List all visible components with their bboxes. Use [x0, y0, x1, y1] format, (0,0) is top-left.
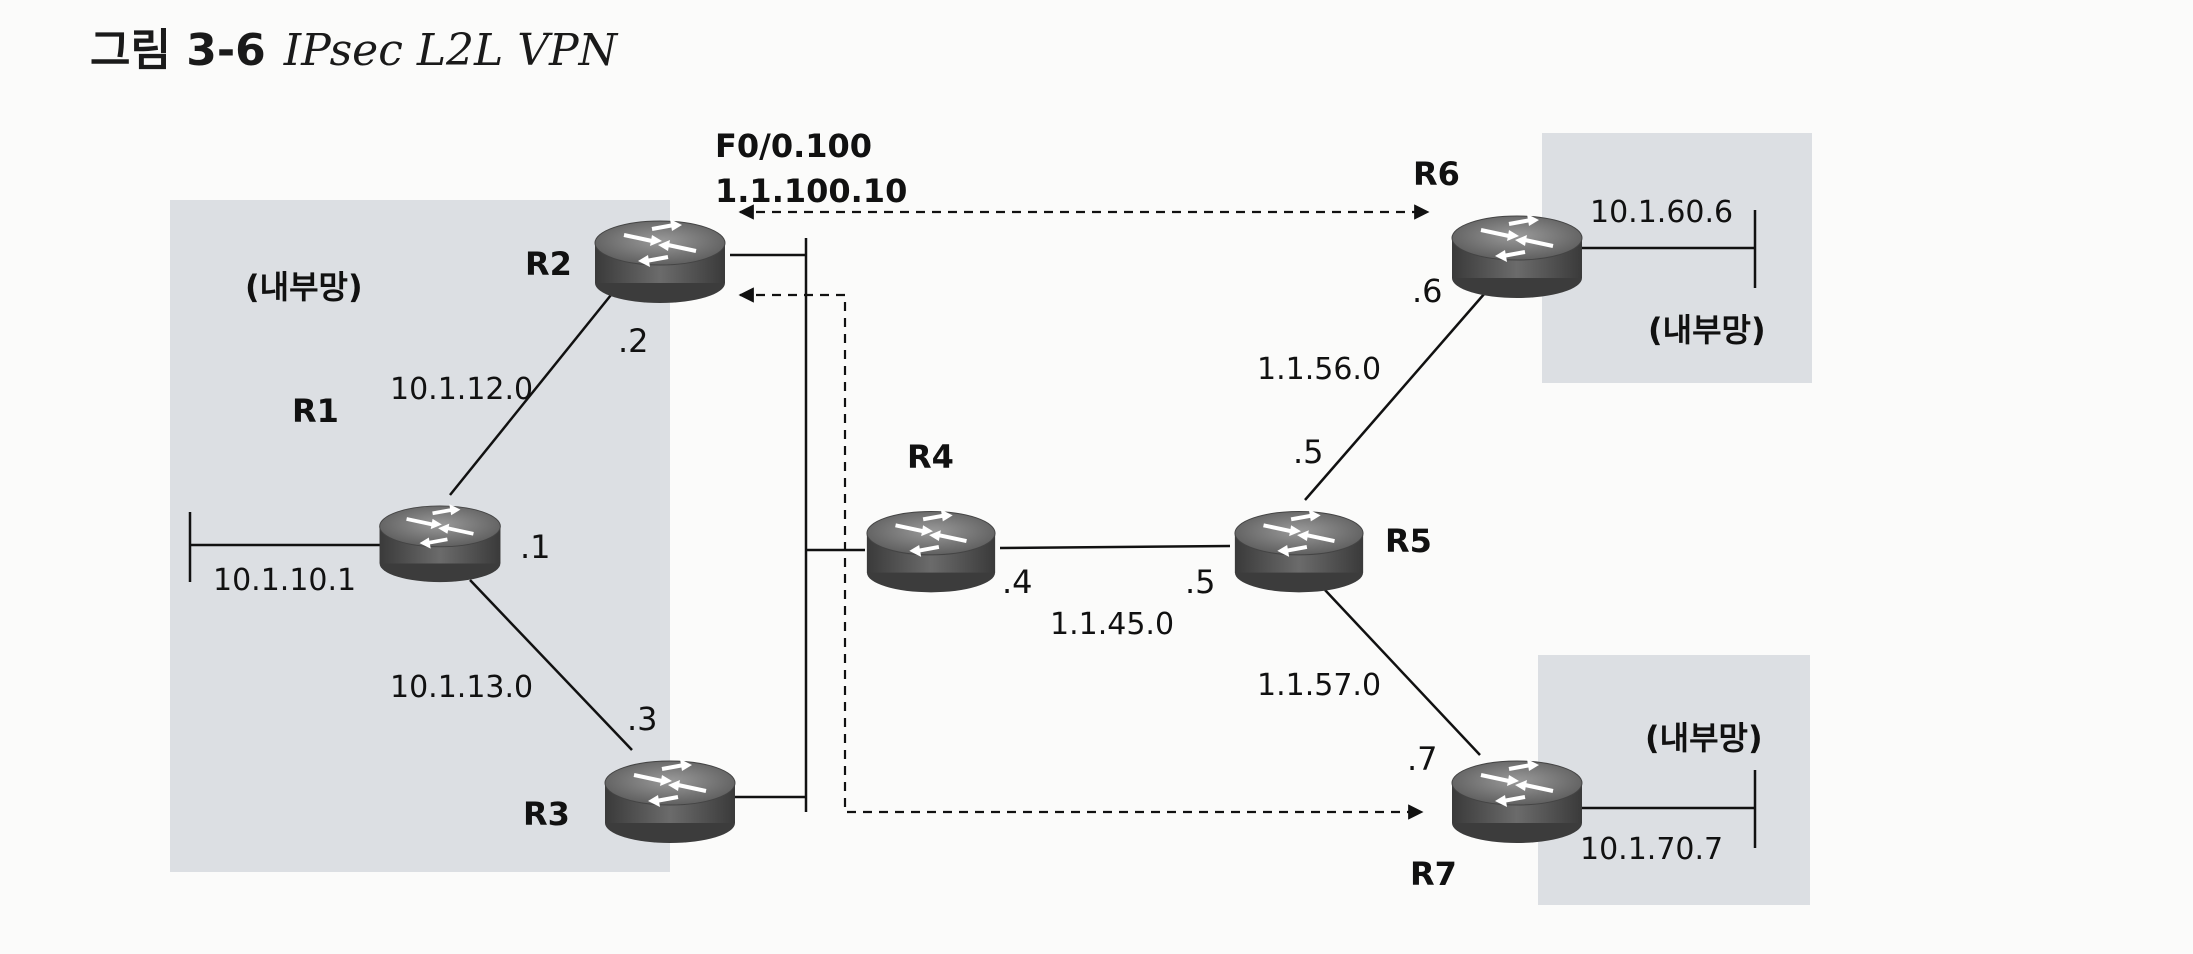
internal-zone-r6	[1542, 133, 1812, 383]
interface-ip: 1.1.100.10	[715, 172, 908, 210]
router-name-r1: R1	[292, 392, 339, 430]
router-icon-r7	[1450, 757, 1584, 845]
net-r1-lan: 10.1.10.1	[213, 563, 357, 598]
router-name-r6: R6	[1413, 155, 1460, 193]
host-id-r5-left: .5	[1185, 563, 1216, 601]
link-r1-r2	[449, 289, 616, 496]
net-r5-r7: 1.1.57.0	[1257, 668, 1382, 703]
internal-label-left: (내부망)	[245, 268, 363, 306]
router-name-r2: R2	[525, 245, 572, 283]
vpn-tunnel-r2-r7	[738, 287, 1424, 820]
internal-label-r7: (내부망)	[1645, 719, 1763, 757]
figure-title: IPsec L2L VPN	[283, 25, 618, 76]
router-icon-r2	[593, 217, 727, 305]
host-id-r5-top: .5	[1293, 433, 1324, 471]
router-icon-r3	[603, 757, 737, 845]
router-icon-r6	[1450, 212, 1584, 300]
net-r6-lan: 10.1.60.6	[1590, 195, 1734, 230]
net-r7-lan: 10.1.70.7	[1580, 832, 1724, 867]
host-id-r4: .4	[1002, 563, 1033, 601]
host-id-r7: .7	[1407, 740, 1438, 778]
internal-label-r6: (내부망)	[1648, 311, 1766, 349]
router-name-r4: R4	[907, 438, 954, 476]
router-icon-r5	[1232, 507, 1366, 595]
host-id-r1: .1	[520, 528, 551, 566]
host-id-r6: .6	[1412, 272, 1443, 310]
internal-zone-r7	[1538, 655, 1810, 905]
net-r4-r5: 1.1.45.0	[1050, 607, 1175, 642]
net-r5-r6: 1.1.56.0	[1257, 352, 1382, 387]
link-r1-r3	[469, 579, 633, 751]
net-r1-r2: 10.1.12.0	[390, 372, 534, 407]
link-r5-r6	[1304, 292, 1486, 501]
figure-caption: 그림 3-6 IPsec L2L VPN	[90, 14, 617, 78]
router-name-r7: R7	[1410, 855, 1457, 893]
net-r1-r3: 10.1.13.0	[390, 670, 534, 705]
host-id-r2: .2	[618, 322, 649, 360]
router-icon-r4	[864, 507, 998, 595]
host-id-r3: .3	[627, 700, 658, 738]
interface-name: F0/0.100	[715, 127, 873, 165]
router-name-r3: R3	[523, 795, 570, 833]
router-icon-r1	[377, 502, 503, 584]
link-r4-r5	[999, 544, 1231, 550]
figure-number: 그림 3-6	[90, 25, 266, 76]
router-name-r5: R5	[1385, 522, 1432, 560]
